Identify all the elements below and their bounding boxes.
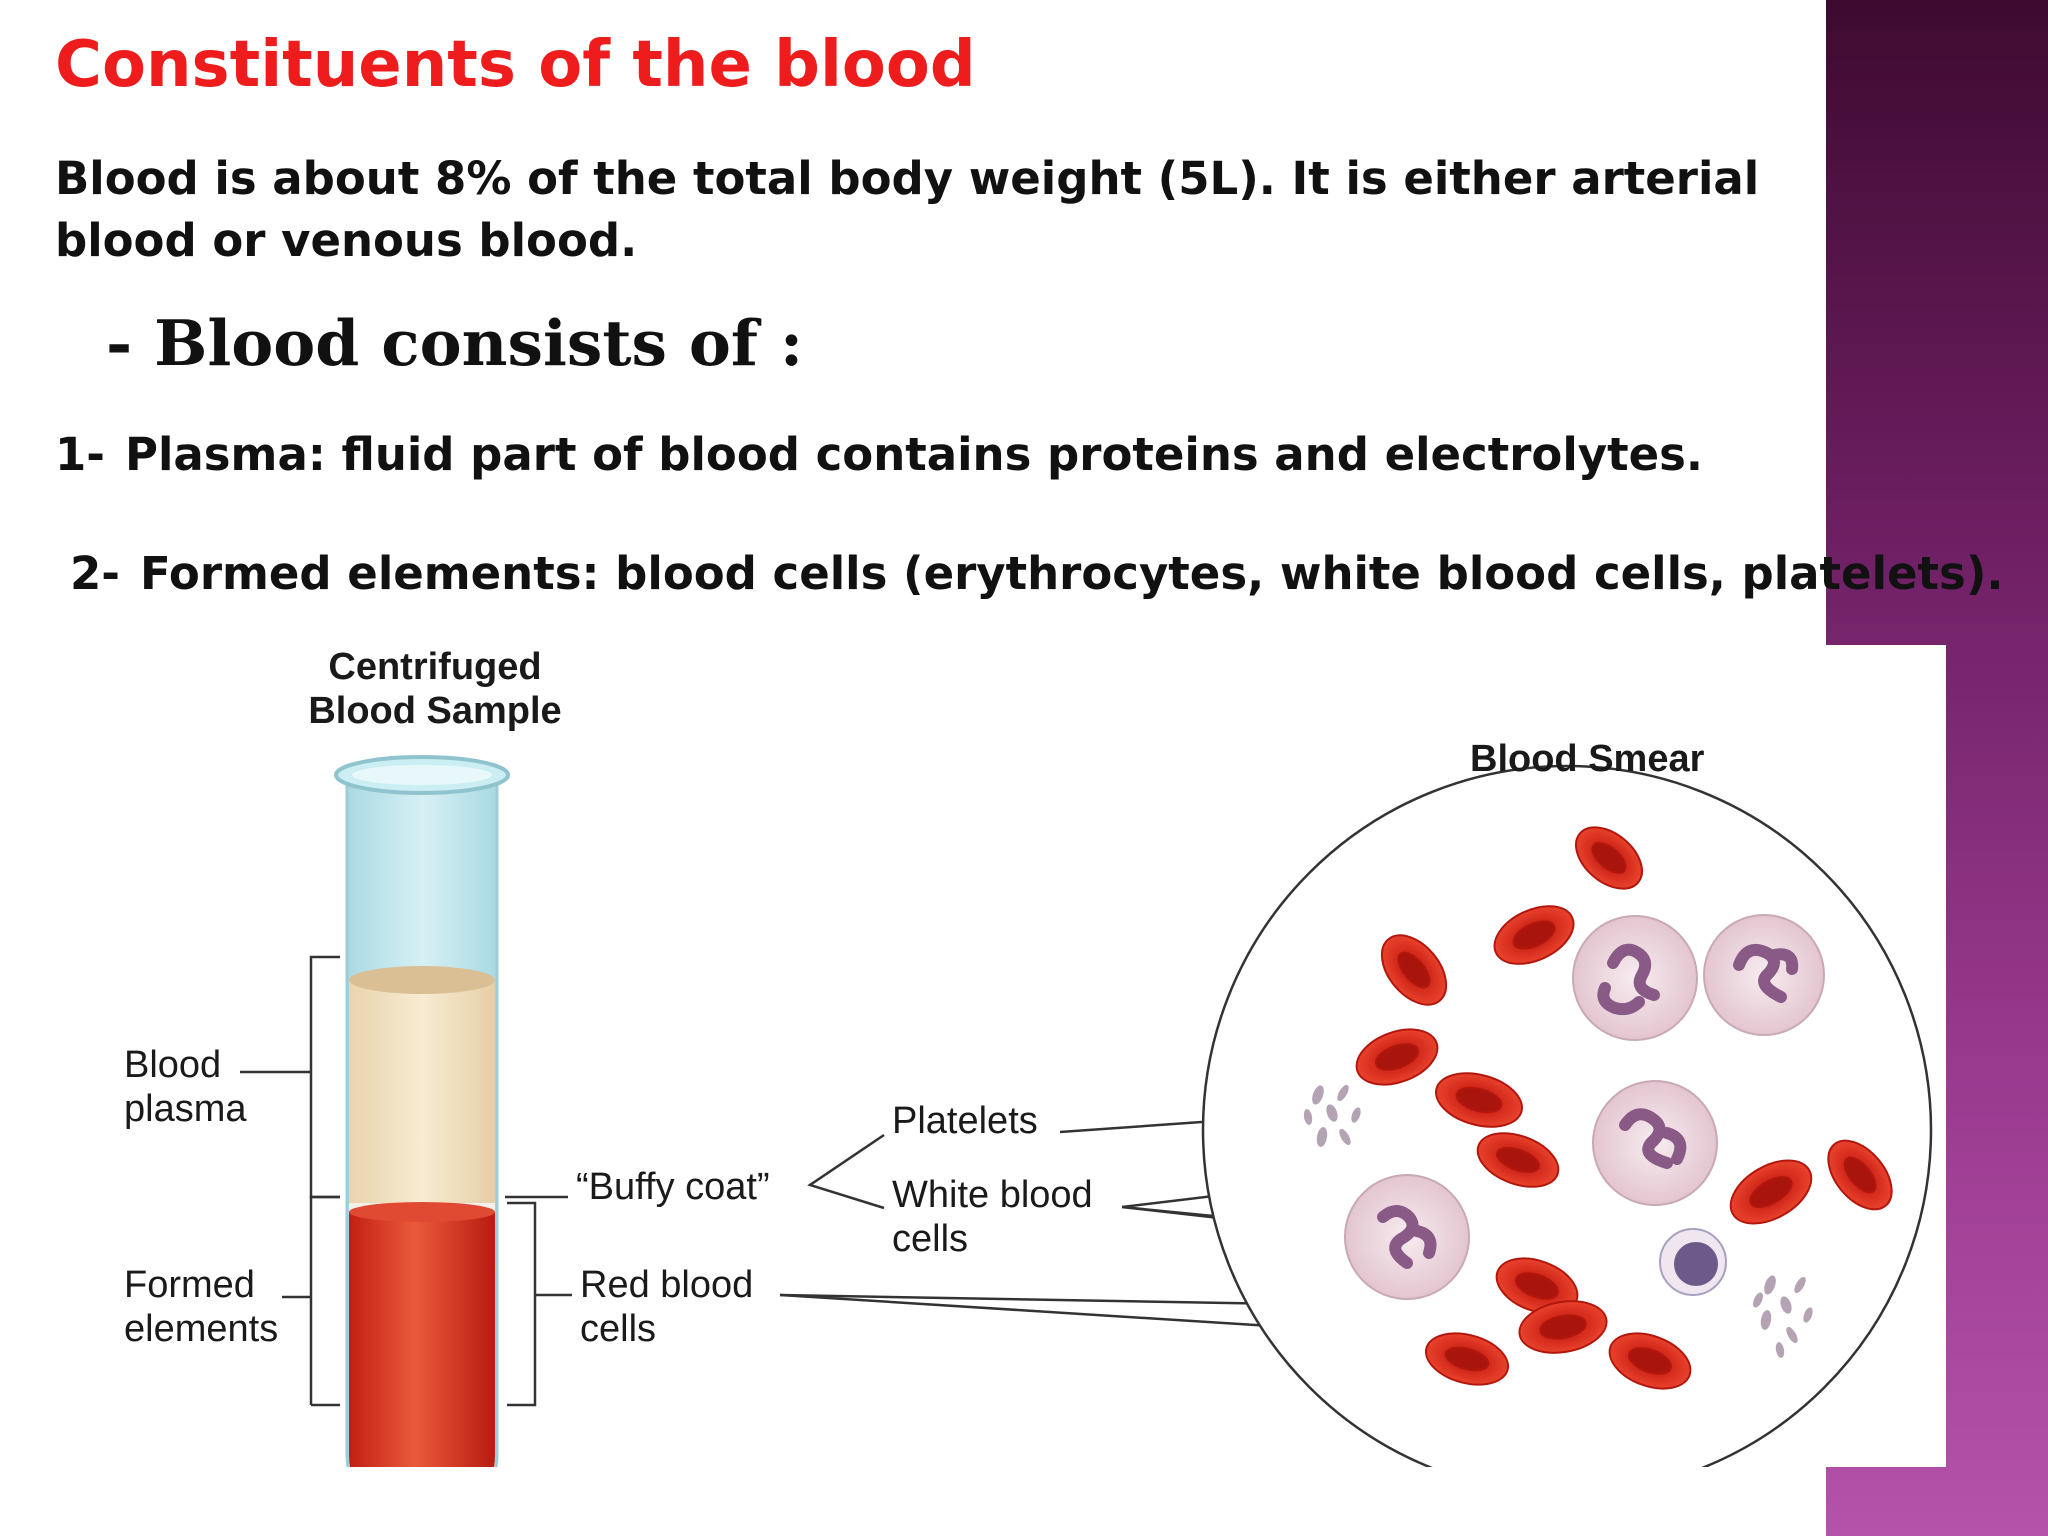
rbc-label-line1: Red blood	[580, 1264, 754, 1306]
plasma-layer	[349, 980, 495, 1205]
plasma-label-line2: plasma	[124, 1088, 247, 1130]
list-item-text: Formed elements: blood cells (erythrocyt…	[140, 547, 2004, 600]
white-blood-cells-label: White blood cells	[892, 1173, 1093, 1261]
plasma-label-line1: Blood	[124, 1044, 222, 1086]
list-item-formed-elements: 2- Formed elements: blood cells (erythroc…	[70, 547, 2003, 600]
slide-title: Constituents of the blood	[55, 28, 976, 102]
wbc-label-line2: cells	[892, 1218, 969, 1260]
list-item-text: Plasma: fluid part of blood contains pro…	[125, 428, 1704, 481]
formed-label-line1: Formed	[124, 1264, 255, 1306]
list-item-plasma: 1- Plasma: fluid part of blood contains p…	[55, 428, 1703, 481]
formed-elements-label: Formed elements	[124, 1263, 278, 1351]
formed-bracket	[309, 1195, 340, 1405]
buffy-split-leaders	[807, 1133, 885, 1210]
test-tube	[334, 755, 510, 1467]
wbc-label-line1: White blood	[892, 1174, 1093, 1216]
platelets	[1303, 1084, 1813, 1358]
buffy-coat-label: “Buffy coat”	[576, 1166, 770, 1208]
red-blood-cells-label: Red blood cells	[580, 1263, 753, 1351]
intro-paragraph: Blood is about 8% of the total body weig…	[55, 152, 1760, 267]
blood-smear-circle	[1201, 764, 1933, 1467]
plasma-label: Blood plasma	[124, 1043, 247, 1131]
tube-title-line2: Blood Sample	[308, 690, 562, 732]
tube-title: Centrifuged Blood Sample	[280, 645, 590, 733]
white-blood-cells	[1344, 914, 1825, 1300]
rbc-label-line2: cells	[580, 1308, 657, 1350]
consists-heading: - Blood consists of :	[106, 306, 804, 380]
list-item-number: 1-	[55, 428, 105, 481]
blood-composition-figure: Centrifuged Blood Sample Blood Smear Blo…	[0, 645, 1946, 1467]
tube-title-line1: Centrifuged	[328, 646, 542, 688]
rbc-bracket	[507, 1201, 537, 1407]
plasma-bracket	[309, 955, 340, 1199]
list-item-number: 2-	[70, 547, 120, 600]
blood-figure-illustration	[240, 755, 1933, 1467]
red-blood-cells	[1355, 826, 1893, 1390]
smear-title: Blood Smear	[1470, 738, 1705, 780]
formed-label-line2: elements	[124, 1308, 279, 1350]
platelets-label: Platelets	[892, 1100, 1038, 1142]
red-cell-layer	[349, 1212, 495, 1467]
